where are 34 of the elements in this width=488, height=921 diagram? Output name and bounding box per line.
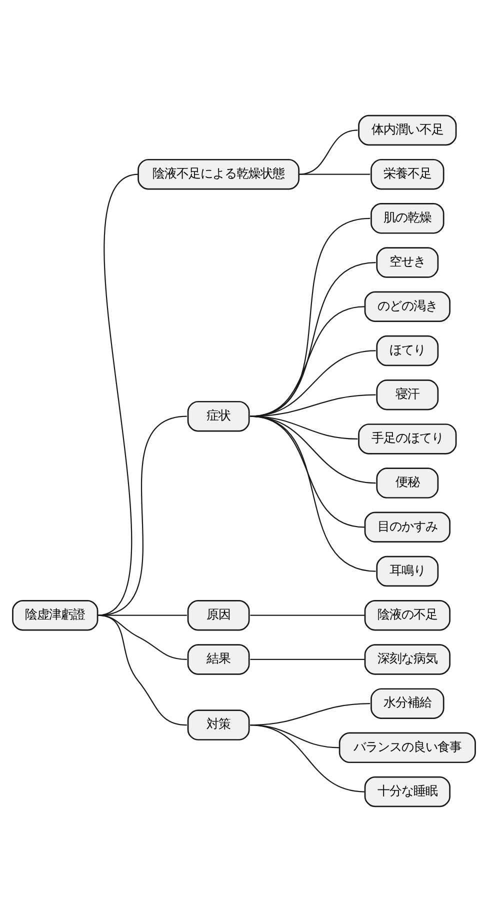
- node-box: 目のかすみ: [364, 511, 450, 542]
- connector: [250, 394, 376, 416]
- node-box: 陰液の不足: [364, 599, 450, 630]
- node-box: 陰虚津虧證: [12, 599, 98, 630]
- node-box: 耳鳴り: [376, 555, 439, 586]
- connector: [250, 415, 376, 572]
- node-box: 水分補給: [370, 688, 444, 718]
- node-box: 栄養不足: [370, 158, 444, 190]
- connector: [97, 415, 187, 616]
- connector: [97, 173, 138, 616]
- node-box: 手足のほてり: [358, 423, 457, 454]
- connector: [98, 614, 187, 726]
- node-box: 体内潤い不足: [358, 114, 457, 146]
- node-box: バランスの良い食事: [338, 732, 476, 763]
- node-box: 原因: [187, 599, 250, 630]
- connector: [298, 129, 358, 174]
- node-box: 十分な睡眠: [364, 776, 450, 807]
- node-box: のどの渇き: [364, 290, 450, 322]
- node-box: 肌の乾燥: [370, 202, 444, 234]
- node-box: 深刻な病気: [364, 644, 450, 674]
- connector: [250, 261, 376, 416]
- connector: [250, 614, 364, 616]
- connector: [250, 350, 376, 416]
- node-box: 空せき: [376, 246, 439, 278]
- node-box: 便秘: [376, 467, 439, 498]
- connector: [250, 658, 364, 660]
- connector: [298, 173, 370, 174]
- connector: [250, 724, 364, 792]
- node-box: ほてり: [376, 334, 439, 366]
- node-box: 寝汗: [376, 378, 439, 410]
- node-box: 陰液不足による乾燥状態: [138, 158, 300, 190]
- node-box: 結果: [187, 644, 250, 674]
- node-box: 症状: [187, 400, 250, 432]
- node-box: 対策: [187, 709, 250, 740]
